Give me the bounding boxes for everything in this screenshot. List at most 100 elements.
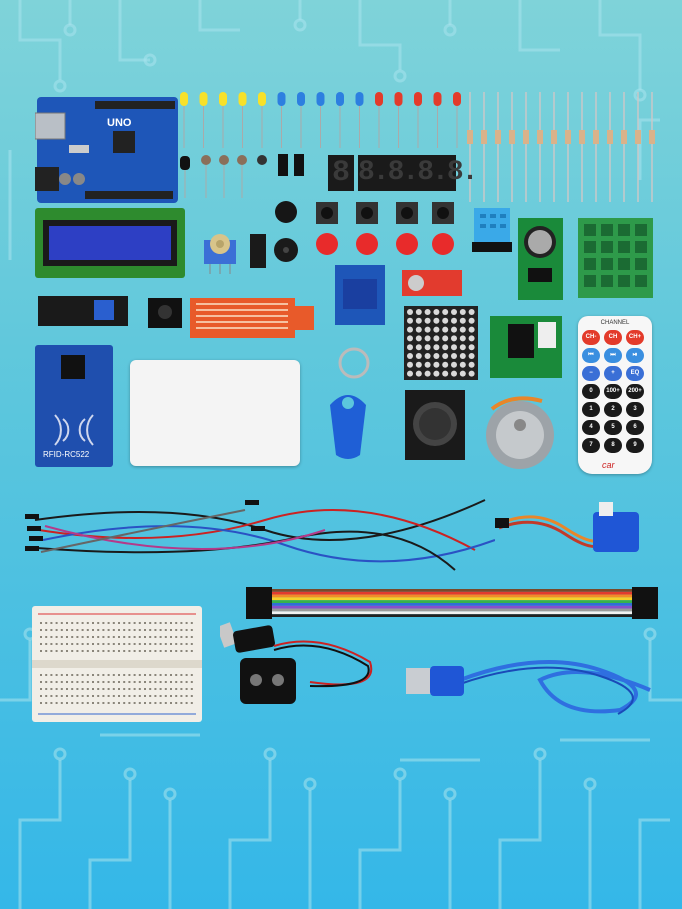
matrix-dot — [433, 370, 440, 377]
breadboard-hole — [50, 629, 53, 631]
remote-button: 100+ — [604, 384, 622, 399]
breadboard-hole — [133, 643, 136, 645]
breadboard-hole — [55, 695, 58, 697]
breadboard-hole — [55, 681, 58, 683]
breadboard-hole — [97, 629, 100, 631]
breadboard-hole — [118, 650, 120, 652]
breadboard-hole — [71, 681, 74, 683]
rfid-card — [130, 360, 300, 466]
led — [180, 92, 188, 106]
breadboard-hole — [123, 629, 126, 631]
breadboard-hole — [159, 636, 162, 638]
breadboard-hole — [107, 650, 110, 652]
breadboard-hole — [164, 674, 167, 676]
keypad-key — [635, 241, 647, 253]
usb-cable — [406, 660, 651, 715]
breadboard-hole — [66, 622, 68, 624]
breadboard-hole — [66, 695, 68, 697]
sound-sensor — [402, 270, 462, 296]
breadboard-hole — [102, 681, 105, 683]
breadboard-hole — [128, 643, 131, 645]
rfid-rc522-board: RFID-RC522 — [35, 345, 113, 467]
ribbon-wire — [270, 611, 634, 615]
breadboard-hole — [107, 622, 110, 624]
matrix-dot — [468, 309, 475, 315]
breadboard-hole — [138, 681, 141, 683]
seven-segment-single: 8 — [328, 155, 354, 191]
remote-button: 6 — [626, 420, 644, 435]
breadboard-hole — [128, 695, 131, 697]
breadboard-hole — [164, 650, 167, 652]
breadboard-hole — [138, 636, 141, 638]
stepper-motor — [486, 396, 554, 469]
matrix-dot — [451, 344, 457, 351]
led — [199, 92, 208, 106]
matrix-dot — [415, 370, 422, 377]
breadboard-hole — [164, 622, 167, 624]
keypad-key — [601, 275, 613, 287]
breadboard-hole — [138, 688, 141, 690]
matrix-dot — [459, 326, 466, 333]
breadboard-hole — [107, 629, 110, 631]
breadboard-hole — [112, 629, 115, 631]
breadboard-hole — [190, 636, 193, 638]
led — [258, 92, 266, 106]
breadboard-hole — [149, 629, 152, 631]
breadboard-hole — [180, 622, 183, 624]
breadboard-hole — [97, 688, 100, 690]
push-buttons — [316, 202, 454, 255]
breadboard-hole — [170, 643, 172, 645]
led — [297, 92, 305, 106]
breadboard — [32, 606, 202, 722]
remote-button: ⏭ — [604, 348, 622, 363]
breadboard-hole — [133, 674, 136, 676]
breadboard-hole — [92, 695, 94, 697]
keypad-key — [618, 241, 630, 253]
matrix-dot — [468, 353, 475, 359]
led-row — [180, 92, 461, 148]
keypad-key — [584, 258, 596, 270]
breadboard-hole — [123, 643, 126, 645]
breadboard-hole — [60, 643, 63, 645]
breadboard-hole — [55, 702, 58, 704]
keypad-key — [584, 224, 596, 236]
breadboard-hole — [50, 636, 53, 638]
resistor-bundle — [467, 92, 655, 202]
remote-button: CH- — [582, 330, 600, 345]
breadboard-hole — [86, 674, 89, 676]
keypad-4x4 — [578, 218, 653, 298]
remote-button: 2 — [604, 402, 622, 417]
breadboard-hole — [76, 702, 79, 704]
seven-segment-quad: 8.8.8.8. — [358, 155, 478, 191]
keypad-key — [601, 258, 613, 270]
breadboard-hole — [86, 650, 89, 652]
breadboard-hole — [185, 629, 188, 631]
breadboard-hole — [185, 643, 188, 645]
breadboard-hole — [50, 643, 53, 645]
breadboard-hole — [144, 650, 146, 652]
breadboard-hole — [180, 695, 183, 697]
breadboard-hole — [190, 688, 193, 690]
matrix-dot — [433, 317, 440, 324]
breadboard-hole — [138, 702, 141, 704]
breadboard-hole — [81, 643, 84, 645]
matrix-dot — [433, 335, 440, 342]
breadboard-hole — [45, 695, 48, 697]
remote-button: ⏯ — [626, 348, 644, 363]
led — [336, 92, 344, 106]
breadboard-hole — [149, 650, 152, 652]
breadboard-hole — [40, 636, 42, 638]
matrix-dot — [415, 317, 422, 324]
breadboard-hole — [60, 674, 63, 676]
breadboard-hole — [97, 695, 100, 697]
remote-brand: car — [602, 460, 615, 470]
breadboard-hole — [107, 674, 110, 676]
matrix-dot — [407, 335, 413, 342]
breadboard-hole — [159, 695, 162, 697]
ir-receiver — [148, 298, 182, 328]
breadboard-hole — [45, 643, 48, 645]
breadboard-hole — [86, 681, 89, 683]
breadboard-hole — [102, 622, 105, 624]
matrix-dot — [451, 361, 457, 368]
matrix-dot — [451, 370, 457, 377]
